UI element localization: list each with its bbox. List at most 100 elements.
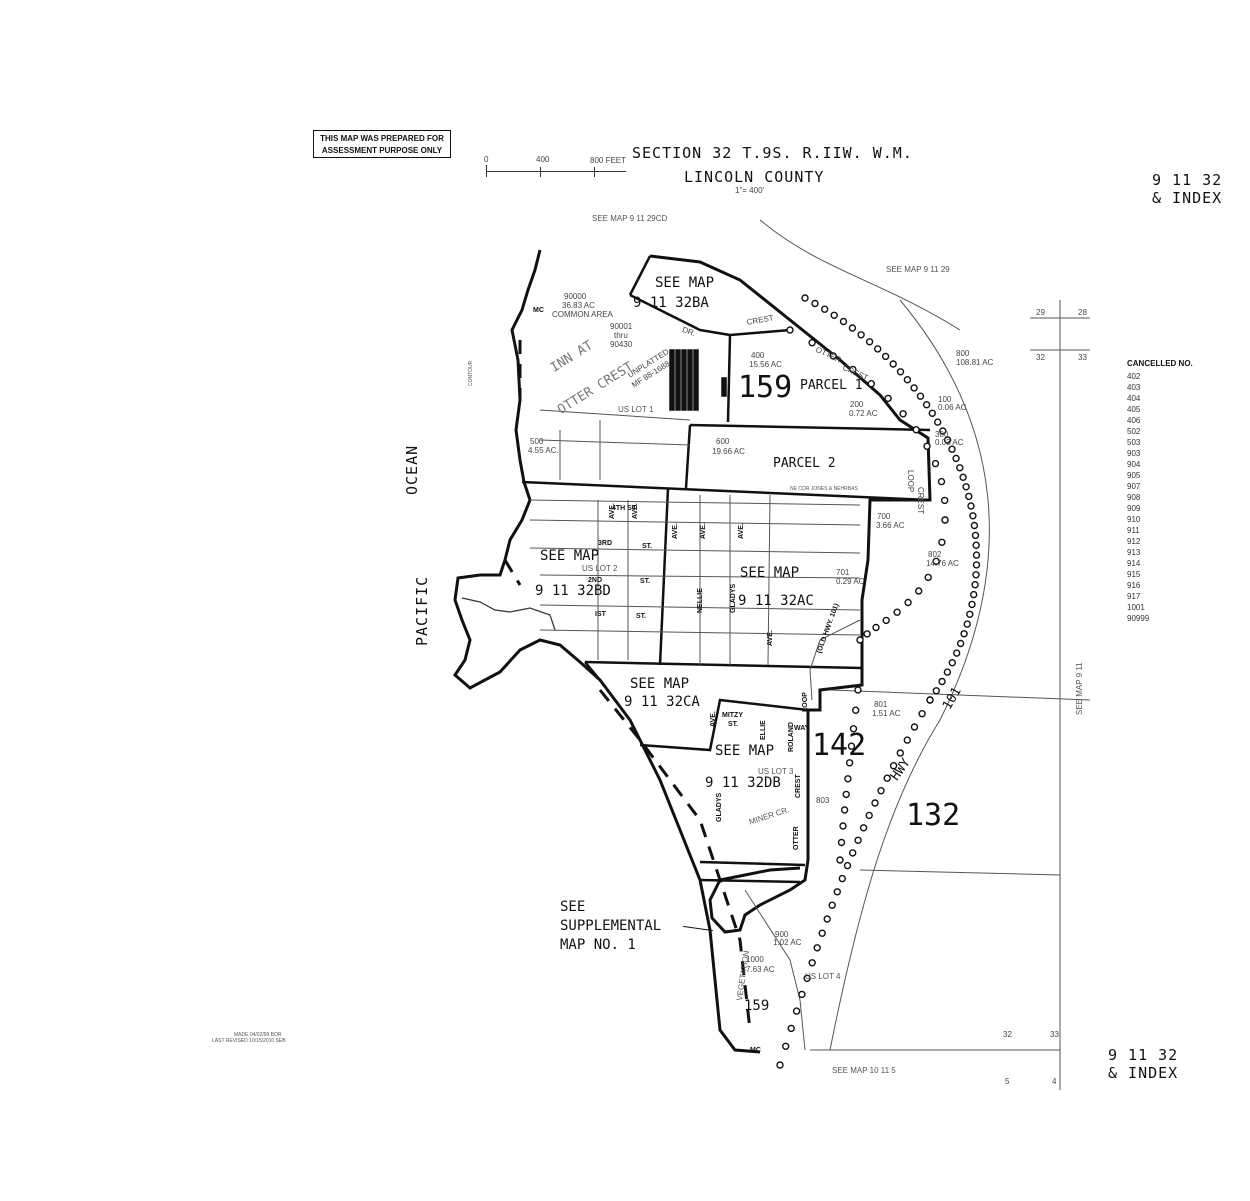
parcel-1-label[interactable]: PARCEL 1 — [800, 378, 863, 393]
hwy-circle — [971, 581, 979, 589]
us-lot-2: US LOT 2 — [582, 564, 618, 573]
parcel-300[interactable]: 300 — [935, 430, 949, 439]
cancelled-item: 908 — [1127, 493, 1141, 502]
parcel-90430[interactable]: 90430 — [610, 340, 633, 349]
hwy-circle — [971, 531, 980, 540]
parcel-500[interactable]: 500 — [530, 437, 544, 446]
hwy-circle — [877, 787, 885, 795]
hwy-circle — [910, 384, 918, 392]
scale-tick-800: 800 FEET — [590, 156, 627, 165]
see-map-east[interactable]: SEE MAP 9 11 — [1075, 662, 1084, 715]
corner-29: 29 — [1036, 308, 1045, 317]
see-map-32bd-l1[interactable]: SEE MAP — [540, 548, 600, 564]
hwy-circle — [856, 636, 864, 644]
parcel-200-acres: 0.72 AC — [849, 409, 878, 418]
parcel-100[interactable]: 100 — [938, 395, 952, 404]
parcel-801[interactable]: 801 — [874, 700, 888, 709]
ave-label-3: AVE. — [672, 523, 679, 539]
see-map-32db-l1[interactable]: SEE MAP — [715, 743, 775, 759]
supplemental-map-note[interactable]: SEE SUPPLEMENTAL MAP NO. 1 — [560, 898, 661, 955]
parcel-802[interactable]: 802 — [928, 550, 942, 559]
hwy-circle — [889, 762, 898, 770]
see-map-32bd-l2[interactable]: 9 11 32BD — [535, 583, 611, 599]
parcel-600[interactable]: 600 — [716, 437, 730, 446]
parcel-90001[interactable]: 90001 — [610, 322, 633, 331]
see-map-32ba-l1[interactable]: SEE MAP — [655, 275, 715, 291]
ne-cor-label: NE COR JONES & NEHRBAS — [790, 486, 858, 492]
otter2-label: OTTER — [793, 826, 800, 850]
parcel-2-label[interactable]: PARCEL 2 — [773, 456, 836, 471]
corner-5: 5 — [1005, 1077, 1010, 1086]
see-map-32ca-l1[interactable]: SEE MAP — [630, 676, 690, 692]
parcel-1000[interactable]: 1000 — [746, 955, 764, 964]
hwy-circle — [943, 668, 952, 676]
parcel-90001-thru: thru — [614, 331, 628, 340]
hwy-circle — [842, 790, 850, 799]
hwy-circle — [896, 749, 904, 757]
hwy-circle — [830, 311, 838, 319]
corner-33-top: 33 — [1078, 353, 1087, 362]
parcel-100-acres: 0.06 AC — [938, 403, 967, 412]
parcel-90000[interactable]: 90000 — [564, 292, 587, 301]
hwy-circle — [938, 538, 946, 546]
hwy-circle — [839, 822, 847, 830]
ellie-label: ELLIE — [760, 720, 767, 740]
cancelled-item: 917 — [1127, 592, 1141, 601]
ave-label-4: AVE. — [700, 523, 707, 539]
hwy-circle — [840, 806, 849, 814]
see-map-29[interactable]: SEE MAP 9 11 29 — [886, 265, 950, 274]
parcel-700[interactable]: 700 — [877, 512, 891, 521]
hwy-circle — [941, 496, 949, 505]
hwy-circle — [881, 352, 890, 361]
cancelled-item: 911 — [1127, 526, 1140, 535]
hwy-circle — [972, 541, 980, 549]
cancelled-item: 402 — [1127, 372, 1141, 381]
scale-text: 1"= 400' — [735, 186, 765, 195]
index-bottom-line2: & INDEX — [1108, 1064, 1179, 1082]
see-map-32db-l2[interactable]: 9 11 32DB — [705, 775, 781, 791]
supplemental-l2: SUPPLEMENTAL — [560, 918, 662, 934]
nellie-label: NELLIE — [697, 588, 704, 613]
parcel-701[interactable]: 701 — [836, 568, 850, 577]
see-map-10-11-5[interactable]: SEE MAP 10 11 5 — [832, 1066, 896, 1075]
see-map-32ba-l2[interactable]: 9 11 32BA — [633, 295, 709, 311]
parcel-lines — [529, 219, 1091, 1090]
parcel-802-acres: 14.76 AC — [926, 559, 959, 568]
2nd-label: 2ND — [588, 577, 603, 584]
hwy-circle — [854, 686, 862, 694]
parcel-900[interactable]: 900 — [775, 930, 789, 939]
hwy-circle — [967, 502, 975, 510]
building-hatch — [669, 349, 727, 411]
hwy-circle — [948, 659, 956, 667]
hwy-circle — [884, 394, 892, 403]
hwy-circle — [928, 409, 936, 417]
hwy-circle — [837, 838, 846, 847]
cancelled-item: 503 — [1127, 438, 1141, 447]
see-map-32ac-l1[interactable]: SEE MAP — [740, 565, 800, 581]
hwy-circle — [838, 874, 846, 883]
parcel-803[interactable]: 803 — [816, 796, 830, 805]
hwy-circle — [776, 1061, 784, 1069]
scale-tick-0: 0 — [484, 155, 489, 164]
parcel-900-acres: 1.02 AC — [773, 938, 802, 947]
parcel-200[interactable]: 200 — [850, 400, 864, 409]
assessment-notice: THIS MAP WAS PREPARED FOR ASSESSMENT PUR… — [313, 130, 451, 158]
cancelled-item: 90999 — [1127, 614, 1150, 623]
corner-32-bottom: 32 — [1003, 1030, 1012, 1039]
map-number-132: 132 — [906, 798, 961, 833]
parcel-800[interactable]: 800 — [956, 349, 970, 358]
hwy-circle — [821, 305, 829, 313]
us-lot-4: US LOT 4 — [805, 972, 841, 981]
hwy-circle — [808, 339, 816, 347]
parcel-400[interactable]: 400 — [751, 351, 765, 360]
hwy-circle — [903, 376, 912, 384]
scale-bar — [486, 163, 630, 179]
hwy-circle — [953, 649, 961, 657]
hwy-circle — [849, 849, 857, 857]
hwy-circle — [965, 492, 973, 501]
supplemental-l3: MAP NO. 1 — [560, 937, 636, 953]
see-map-32ac-l2[interactable]: 9 11 32AC — [738, 593, 814, 609]
see-map-32ca-l2[interactable]: 9 11 32CA — [624, 694, 700, 710]
see-map-29cd[interactable]: SEE MAP 9 11 29CD — [592, 214, 668, 223]
